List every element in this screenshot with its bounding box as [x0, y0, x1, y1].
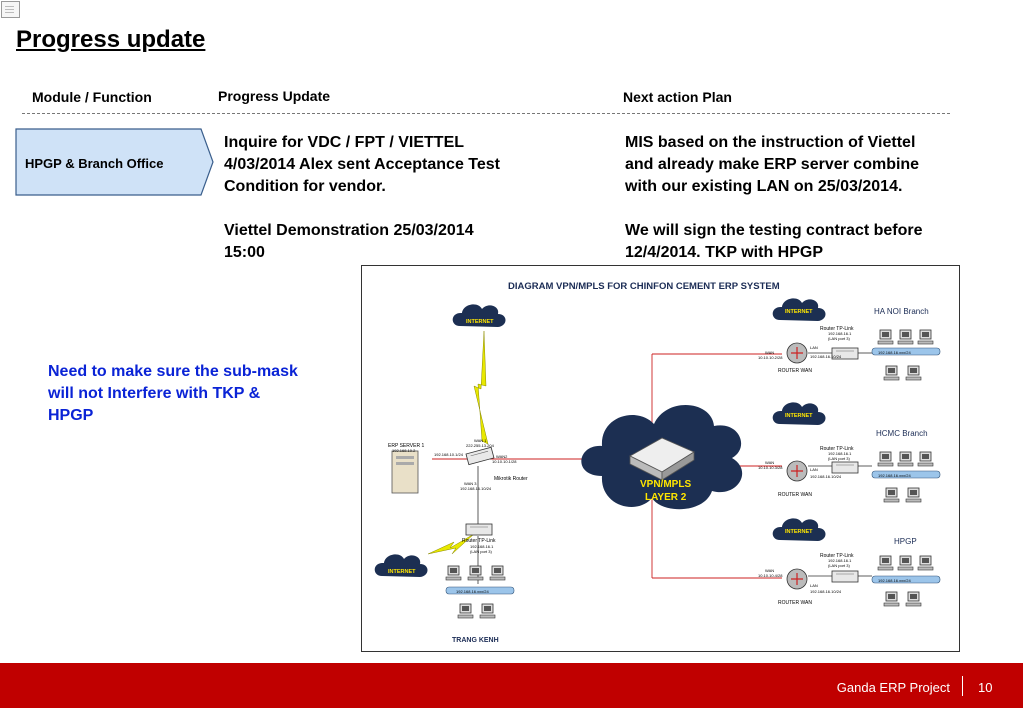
network-diagram: DIAGRAM VPN/MPLS FOR CHINFON CEMENT ERP …	[361, 265, 960, 652]
wan3-ip: 192.168.16.10/24	[460, 486, 492, 491]
branch-hcmc-label: HCMC Branch	[876, 429, 928, 438]
footer-bar: Ganda ERP Project 10	[0, 663, 1023, 708]
hcmc-router-wan-label: ROUTER WAN	[778, 492, 812, 498]
hpgp-router-ip: 192.168.16.1	[828, 558, 852, 563]
hanoi-router-port: (LAN port 3)	[828, 336, 850, 341]
chevron-shape-icon	[15, 128, 214, 196]
hpgp-lan-label: LAN	[810, 583, 818, 588]
warning-note: Need to make sure the sub-mask will not …	[48, 363, 298, 424]
hcmc-router-ip: 192.168.16.1	[828, 451, 852, 456]
footer-project: Ganda ERP Project	[836, 680, 950, 695]
diagram-title: DIAGRAM VPN/MPLS FOR CHINFON CEMENT ERP …	[508, 281, 780, 292]
hcmc-router-port: (LAN port 3)	[828, 456, 850, 461]
hpgp-router-label: Router TP-Link	[820, 553, 854, 559]
erp-server-ip: 192.168.10.2	[392, 448, 416, 453]
internet-label-hanoi: INTERNET	[785, 309, 813, 315]
column-header-next-action: Next action Plan	[623, 89, 732, 105]
hpgp-lan-ip: 192.168.16.10/24	[810, 589, 842, 594]
header-divider	[22, 113, 950, 114]
tk-router-label: Router TP-Link	[462, 538, 496, 544]
hanoi-wan-ip: 10.10.10.2/28	[758, 355, 783, 360]
wan1-label: WAN 1	[474, 438, 487, 443]
hcmc-router-label: Router TP-Link	[820, 446, 854, 452]
wan2-label: WAN2	[496, 454, 508, 459]
hanoi-router-label: Router TP-Link	[820, 326, 854, 332]
hpgp-wan-ip: 10.10.10.4/28	[758, 573, 783, 578]
hpgp-subnet: 192.168.16.xxx/24	[878, 578, 911, 583]
tk-subnet: 192.168.16.xxx/24	[456, 589, 489, 594]
wan1-ip: 222.255.13.204	[466, 443, 495, 448]
internet-label-2: INTERNET	[388, 569, 416, 575]
internet-label-hpgp: INTERNET	[785, 529, 813, 535]
hanoi-router-ip: 192.168.16.1	[828, 331, 852, 336]
column-header-module: Module / Function	[32, 89, 152, 105]
internet-label-hcmc: INTERNET	[785, 413, 813, 419]
page-title: Progress update	[16, 26, 206, 53]
hpgp-wan-label: WAN	[765, 568, 774, 573]
progress-update-text: Inquire for VDC / FPT / VIETTEL 4/03/201…	[224, 134, 500, 261]
module-label: HPGP & Branch Office	[25, 156, 164, 171]
hanoi-subnet: 192.168.16.xxx/24	[878, 350, 911, 355]
erp-link-ip: 192.168.10.1/24	[434, 452, 464, 457]
branch-hpgp-label: HPGP	[894, 537, 917, 546]
column-header-progress: Progress Update	[218, 88, 331, 104]
hpgp-router-wan-label: ROUTER WAN	[778, 600, 812, 606]
vpn-core-label-2: LAYER 2	[645, 492, 687, 503]
branch-hanoi-label: HA NOI Branch	[874, 307, 929, 316]
hanoi-router-wan-label: ROUTER WAN	[778, 368, 812, 374]
module-chevron: HPGP & Branch Office	[15, 128, 214, 196]
wan3-label: WAN 3	[464, 481, 477, 486]
slide-thumbnail-icon	[1, 1, 20, 18]
erp-server-label: ERP SERVER 1	[388, 443, 424, 449]
footer-separator	[962, 676, 963, 696]
vpn-core-label-1: VPN/MPLS	[640, 479, 691, 490]
hanoi-lan-label: LAN	[810, 345, 818, 350]
hanoi-wan-label: WAN	[765, 350, 774, 355]
tk-router-port: (LAN port 3)	[470, 549, 492, 554]
hpgp-router-port: (LAN port 3)	[828, 563, 850, 568]
tk-router-ip: 192.168.16.1	[470, 544, 494, 549]
hcmc-lan-ip: 192.168.16.10/24	[810, 474, 842, 479]
mikrotik-label: Mikrotik Router	[494, 476, 528, 482]
internet-label-1: INTERNET	[466, 319, 494, 325]
hcmc-subnet: 192.168.16.xxx/24	[878, 473, 911, 478]
page-number: 10	[978, 680, 993, 695]
hcmc-wan-label: WAN	[765, 460, 774, 465]
hanoi-lan-ip: 192.168.16.10/24	[810, 354, 842, 359]
trang-kenh-label: TRANG KENH	[452, 637, 499, 644]
hcmc-wan-ip: 10.10.10.3/28	[758, 465, 783, 470]
hcmc-lan-label: LAN	[810, 467, 818, 472]
next-action-text: MIS based on the instruction of Viettel …	[625, 134, 923, 261]
wan2-ip: 10.10.10.1/28	[492, 459, 517, 464]
